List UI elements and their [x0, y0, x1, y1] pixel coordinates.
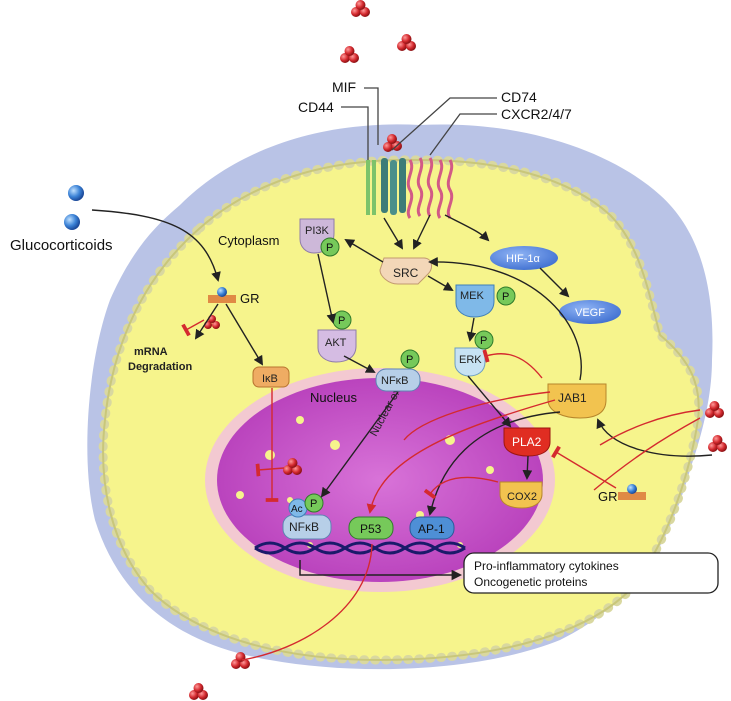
nfkb-cyto-label: NFκB [381, 375, 409, 387]
mrna-label-line2: Degradation [128, 361, 192, 373]
cxcr-label: CXCR2/4/7 [501, 106, 572, 122]
akt-label: AKT [325, 337, 347, 349]
hif-label: HIF-1α [506, 253, 541, 265]
ap1-node: AP-1 [409, 516, 455, 540]
src-node: SRC [379, 257, 432, 285]
jab1-node: JAB1 [547, 383, 607, 419]
ap1-label: AP-1 [418, 522, 445, 536]
p53-node: P53 [348, 516, 394, 540]
cox2-label: COX2 [507, 491, 537, 503]
p53-label: P53 [360, 522, 382, 536]
glucocorticoid-molecules [64, 185, 84, 230]
cd74-label: CD74 [501, 89, 537, 105]
receptor-labels [341, 87, 497, 160]
dna-helix-icon [254, 541, 466, 555]
erk-label: ERK [459, 354, 482, 366]
mek-node: MEK P [455, 284, 516, 318]
vegf-node: VEGF [559, 300, 621, 324]
gr-bottom-label: GR [598, 489, 618, 504]
ikb-node: IκB [252, 366, 290, 388]
mek-phospho: P [502, 291, 509, 303]
src-label: SRC [393, 266, 419, 280]
outcome-box: Pro-inflammatory cytokines Oncogenetic p… [463, 552, 719, 594]
nfkb-nuc-phospho: P [310, 498, 317, 510]
mif-label: MIF [332, 79, 356, 95]
glucocorticoid-entry-arrow [91, 209, 221, 282]
hif-node: HIF-1α [490, 246, 558, 270]
nfkb-cytoplasm-node: NFκB P [375, 349, 421, 392]
mrna-label-line1: mRNA [134, 346, 168, 358]
vegf-label: VEGF [575, 307, 605, 319]
pla2-node: PLA2 [503, 427, 551, 457]
glucocorticoids-label: Glucocorticoids [10, 237, 113, 254]
ikb-label: IκB [262, 373, 278, 385]
pi3k-label: PI3K [305, 225, 330, 237]
nucleus-label: Nucleus [310, 390, 357, 405]
erk-node: ERK P [454, 330, 494, 377]
gr-receptor-top [208, 287, 236, 303]
activation-arrows [194, 214, 713, 516]
cd44-label: CD44 [298, 99, 334, 115]
inhibition-lines [181, 319, 701, 661]
gr-top-label: GR [240, 291, 260, 306]
nfkb-cyto-phospho: P [406, 354, 413, 366]
outcome-line1: Pro-inflammatory cytokines [474, 559, 619, 573]
nfkb-nuc-label: NFκB [289, 520, 319, 534]
mif-molecules [189, 0, 727, 700]
akt-node: AKT P [317, 310, 357, 363]
jab1-label: JAB1 [558, 391, 587, 405]
outcome-line2: Oncogenetic proteins [474, 575, 587, 589]
mek-label: MEK [460, 290, 485, 302]
cytoplasm-label: Cytoplasm [218, 233, 279, 248]
cox2-node: COX2 [499, 481, 543, 509]
erk-phospho: P [480, 335, 487, 347]
nfkb-nucleus-node: NFκB Ac P [282, 493, 332, 540]
pi3k-node: PI3K P [299, 218, 340, 257]
receptor-complex [366, 134, 454, 219]
pla2-label: PLA2 [512, 435, 542, 449]
pi3k-phospho: P [326, 242, 333, 254]
transcription-arrow [299, 560, 463, 581]
akt-phospho: P [338, 315, 345, 327]
gr-receptor-bottom [618, 484, 646, 500]
ac-label: Ac [291, 504, 303, 515]
